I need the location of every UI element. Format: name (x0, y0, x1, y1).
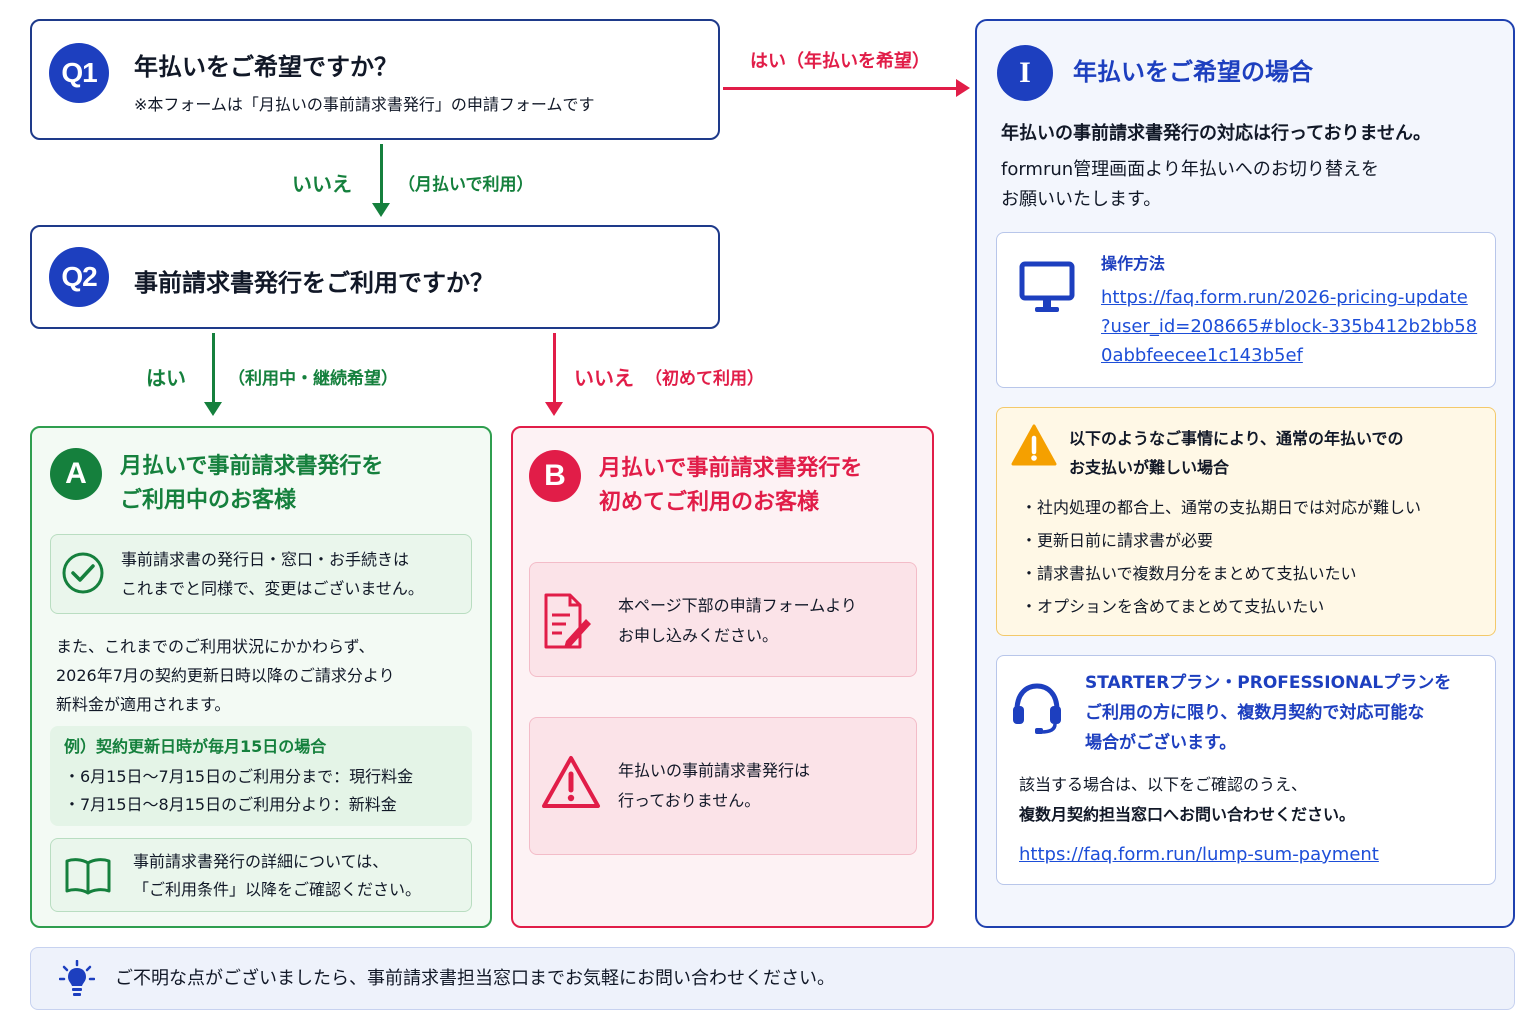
q1-note: ※本フォームは「月払いの事前請求書発行」の申請フォームです (134, 95, 595, 114)
panel-i-howto-box: 操作方法 https://faq.form.run/2026-pricing-u… (996, 232, 1496, 388)
howto-link-line1[interactable]: https://faq.form.run/2026-pricing-update (1101, 287, 1468, 308)
panel-a-badge: A (50, 448, 102, 500)
caution-icon (1011, 424, 1057, 470)
caution-item-4: ・オプションを含めてまとめて支払いたい (1021, 597, 1325, 616)
panel-a-check-box: 事前請求書の発行日・窓口・お手続きは これまでと同様で、変更はございません。 (50, 534, 472, 614)
caution-title-line2: お支払いが難しい場合 (1069, 458, 1230, 477)
book-icon (63, 853, 113, 901)
arrow-q1-yes-head (956, 79, 970, 97)
q2-title: 事前請求書発行をご利用ですか？ (134, 269, 494, 297)
panel-b-form-line1: 本ページ下部の申請フォームより (618, 596, 857, 615)
panel-b: B 月払いで事前請求書発行を 初めてご利用のお客様 本ページ下部の申請フォームよ… (511, 426, 934, 928)
panel-a-check-line1: 事前請求書の発行日・窓口・お手続きは (121, 550, 410, 569)
arrow-label-q1-yes: はい（年払いを希望） (750, 51, 930, 72)
lightbulb-icon (58, 959, 96, 1002)
panel-a: A 月払いで事前請求書発行を ご利用中のお客様 事前請求書の発行日・窓口・お手続… (30, 426, 492, 928)
arrow-label-q2-no-sub: （初めて利用） (645, 369, 764, 389)
panel-a-example-title: 例）契約更新日時が毎月15日の場合 (64, 737, 327, 756)
panel-a-example-item1: ・6月15日〜7月15日のご利用分まで：現行料金 (64, 767, 414, 786)
howto-link-line2[interactable]: ?user_id=208665#block-335b412b2bb58 (1101, 316, 1478, 337)
support-link[interactable]: https://faq.form.run/lump-sum-payment (1019, 844, 1379, 865)
monitor-icon (1019, 261, 1075, 319)
support-line3: 場合がございます。 (1085, 733, 1237, 753)
question-1-box: Q1 年払いをご希望ですか？ ※本フォームは「月払いの事前請求書発行」の申請フォ… (30, 19, 720, 140)
arrow-q2-yes-line (212, 333, 215, 405)
panel-a-example-box: 例）契約更新日時が毎月15日の場合 ・6月15日〜7月15日のご利用分まで：現行… (50, 726, 472, 826)
panel-b-title-2: 初めてご利用のお客様 (599, 490, 820, 515)
arrow-label-q1-no: いいえ (292, 172, 352, 196)
howto-title: 操作方法 (1101, 254, 1166, 273)
panel-a-check-line2: これまでと同様で、変更はございません。 (121, 579, 424, 598)
footer-text: ご不明な点がございましたら、事前請求書担当窓口までお気軽にお問い合わせください。 (115, 968, 835, 989)
panel-a-example-item2: ・7月15日〜8月15日のご利用分より：新料金 (64, 795, 397, 814)
caution-item-3: ・請求書払いで複数月分をまとめて支払いたい (1021, 564, 1357, 583)
panel-a-title-1: 月払いで事前請求書発行を (120, 454, 384, 479)
panel-b-form-box: 本ページ下部の申請フォームより お申し込みください。 (529, 562, 917, 677)
arrow-q1-no-line (380, 144, 383, 206)
arrow-q1-no-head (372, 203, 390, 217)
panel-a-book-line2: 「ご利用条件」以降をご確認ください。 (133, 880, 422, 899)
panel-i-lead-line2: formrun管理画面より年払いへのお切り替えを (1001, 159, 1379, 180)
arrow-q2-yes-head (204, 402, 222, 416)
warning-triangle-icon (540, 754, 602, 814)
panel-b-warning-line2: 行っておりません。 (618, 791, 761, 810)
panel-a-body-line3: 新料金が適用されます。 (56, 695, 231, 714)
q2-badge: Q2 (49, 247, 109, 307)
question-2-box: Q2 事前請求書発行をご利用ですか？ (30, 225, 720, 329)
panel-i-badge: I (997, 45, 1053, 101)
panel-a-body-line1: また、これまでのご利用状況にかかわらず、 (56, 637, 375, 656)
check-circle-icon (61, 551, 105, 599)
arrow-q2-no-head (545, 402, 563, 416)
arrow-label-q2-no: いいえ (574, 366, 634, 390)
arrow-label-q2-yes-sub: （利用中・継続希望） (228, 369, 398, 389)
panel-i-lead-line1: 年払いの事前請求書発行の対応は行っておりません。 (1001, 123, 1432, 144)
caution-item-2: ・更新日前に請求書が必要 (1021, 531, 1214, 550)
panel-i-caution-box: 以下のようなご事情により、通常の年払いでの お支払いが難しい場合 ・社内処理の都… (996, 407, 1496, 636)
support-body-line1: 該当する場合は、以下をご確認のうえ、 (1019, 775, 1308, 794)
panel-i-support-box: STARTERプラン・PROFESSIONALプランを ご利用の方に限り、複数月… (996, 655, 1496, 885)
panel-a-body-line2: 2026年7月の契約更新日時以降のご請求分より (56, 666, 395, 685)
panel-b-warning-box: 年払いの事前請求書発行は 行っておりません。 (529, 717, 917, 855)
arrow-q2-no-line (553, 333, 556, 405)
support-line2: ご利用の方に限り、複数月契約で対応可能な (1085, 703, 1425, 723)
panel-b-title-1: 月払いで事前請求書発行を (599, 456, 863, 481)
q1-badge: Q1 (49, 43, 109, 103)
q1-title: 年払いをご希望ですか？ (134, 53, 398, 81)
footer-note: ご不明な点がございましたら、事前請求書担当窓口までお気軽にお問い合わせください。 (30, 947, 1515, 1010)
panel-a-book-line1: 事前請求書発行の詳細については、 (133, 852, 389, 871)
panel-a-title-2: ご利用中のお客様 (120, 488, 297, 513)
panel-i: I 年払いをご希望の場合 年払いの事前請求書発行の対応は行っておりません。 fo… (975, 19, 1515, 928)
arrow-label-q1-no-sub: （月払いで利用） (398, 175, 534, 195)
panel-b-form-line2: お申し込みください。 (618, 626, 779, 645)
howto-link-line3[interactable]: 0abbfeecee1c143b5ef (1101, 345, 1303, 366)
headset-icon (1009, 680, 1065, 740)
arrow-q1-yes-line (723, 87, 957, 90)
panel-a-book-box: 事前請求書発行の詳細については、 「ご利用条件」以降をご確認ください。 (50, 838, 472, 912)
arrow-label-q2-yes: はい (146, 366, 186, 390)
support-line1: STARTERプラン・PROFESSIONALプランを (1085, 673, 1452, 693)
panel-b-warning-line1: 年払いの事前請求書発行は (618, 761, 811, 780)
caution-item-1: ・社内処理の都合上、通常の支払期日では対応が難しい (1021, 498, 1422, 517)
panel-i-title: 年払いをご希望の場合 (1073, 58, 1313, 86)
panel-i-lead-line3: お願いいたします。 (1001, 189, 1162, 210)
form-edit-icon (542, 591, 592, 655)
panel-b-badge: B (529, 450, 581, 502)
caution-title-line1: 以下のようなご事情により、通常の年払いでの (1069, 429, 1404, 448)
support-body-line2: 複数月契約担当窓口へお問い合わせください。 (1019, 805, 1356, 824)
